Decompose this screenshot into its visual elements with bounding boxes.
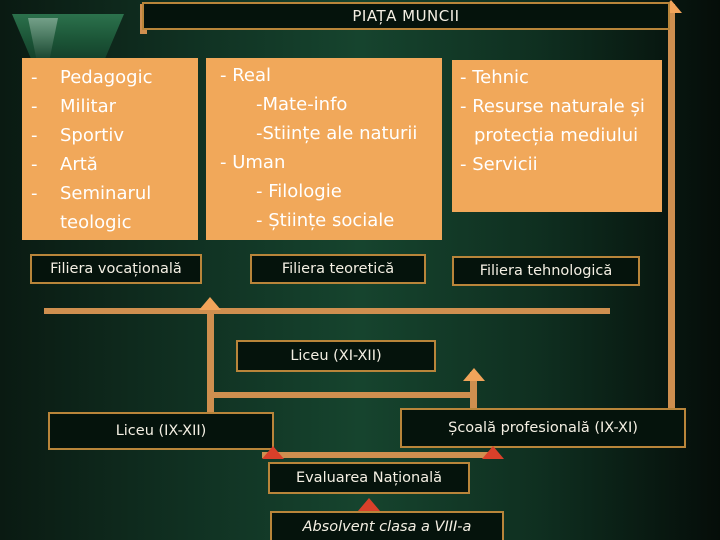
absolvent-clasa-viii-label: Absolvent clasa a VIII-a <box>270 511 504 540</box>
card-vocational-profiles: -Pedagogic -Militar -Sportiv -Artă -Semi… <box>22 58 198 240</box>
connector-scoala-vertical <box>470 372 477 410</box>
line: - Științe sociale <box>256 210 395 231</box>
line: - Servicii <box>460 154 538 175</box>
filiera-vocationala-label: Filiera vocațională <box>30 254 202 284</box>
filiera-tehnologica-label: Filiera tehnologică <box>452 256 640 286</box>
line: - Uman <box>220 152 286 173</box>
arrow-up-icon <box>199 297 221 310</box>
list-item: -Seminarul <box>31 183 152 204</box>
liceu-xi-xii-label: Liceu (XI-XII) <box>236 340 436 372</box>
list-item: -Militar <box>31 96 117 117</box>
connector-middle-horizontal <box>207 392 477 398</box>
connector-evaluation-horizontal <box>262 452 492 458</box>
line: - Filologie <box>256 181 342 202</box>
line: - Tehnic <box>460 67 529 88</box>
arrow-up-red-icon <box>262 446 284 459</box>
list-item: -Sportiv <box>31 125 124 146</box>
list-item: -Pedagogic <box>31 67 153 88</box>
line: -Mate-info <box>256 94 348 115</box>
line: - Resurse naturale și <box>460 96 645 117</box>
list-item-continuation: teologic <box>60 212 132 233</box>
list-item: -Artă <box>31 154 98 175</box>
connector-right-vertical <box>668 4 675 408</box>
line: -Stiințe ale naturii <box>256 123 418 144</box>
arrow-up-icon <box>463 368 485 381</box>
arrow-up-red-icon <box>482 446 504 459</box>
evaluare-nationala-label: Evaluarea Națională <box>268 462 470 494</box>
line: - Real <box>220 65 272 86</box>
card-theoretical-profiles: - Real -Mate-info -Stiințe ale naturii -… <box>206 58 442 240</box>
scoala-profesionala-label: Școală profesională (IX-XI) <box>400 408 686 448</box>
card-technological-profiles: - Tehnic - Resurse naturale și protecția… <box>452 60 662 212</box>
connector-filiere-horizontal <box>44 308 610 314</box>
connector-liceu-vertical <box>207 312 214 412</box>
arrow-up-red-icon <box>358 498 380 511</box>
line: protecția mediului <box>474 125 639 146</box>
labor-market-title: PIAȚA MUNCII <box>142 2 670 30</box>
liceu-ix-xii-label: Liceu (IX-XII) <box>48 412 274 450</box>
filiera-teoretica-label: Filiera teoretică <box>250 254 426 284</box>
